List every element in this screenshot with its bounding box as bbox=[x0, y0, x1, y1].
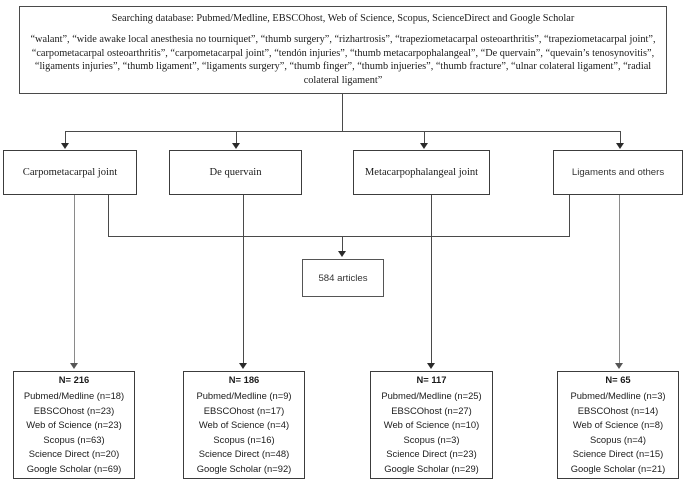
result-line-pubmed: Pubmed/Medline (n=3) bbox=[570, 390, 666, 402]
result-line-science-direct: Science Direct (n=48) bbox=[198, 448, 290, 460]
result-line-google-scholar: Google Scholar (n=69) bbox=[26, 462, 122, 474]
arrow-to-cat-3 bbox=[420, 143, 428, 149]
result-box-de-quervain[interactable]: N= 186 Pubmed/Medline (n=9) EBSCOhost (n… bbox=[183, 371, 305, 479]
result-line-ebscohost: EBSCOhost (n=14) bbox=[577, 404, 659, 416]
connector-distribution-bar bbox=[65, 131, 621, 132]
result-line-web-of-science: Web of Science (n=23) bbox=[26, 419, 122, 431]
result-line-google-scholar: Google Scholar (n=29) bbox=[384, 462, 479, 474]
category-box-de-quervain[interactable]: De quervain bbox=[169, 150, 302, 195]
result-line-pubmed: Pubmed/Medline (n=18) bbox=[23, 390, 125, 402]
result-total: N= 216 bbox=[58, 374, 90, 386]
arrow-to-result-4 bbox=[615, 363, 623, 369]
articles-count-label: 584 articles bbox=[318, 272, 368, 284]
arrow-to-result-1 bbox=[70, 363, 78, 369]
connector-cat3-to-result3 bbox=[431, 195, 432, 365]
connector-merge-stub-1 bbox=[108, 195, 109, 237]
result-line-google-scholar: Google Scholar (n=21) bbox=[570, 462, 666, 474]
result-line-science-direct: Science Direct (n=20) bbox=[28, 448, 120, 460]
result-line-web-of-science: Web of Science (n=4) bbox=[198, 419, 290, 431]
category-label: Ligaments and others bbox=[571, 167, 665, 178]
search-keywords-text: “walant”, “wide awake local anesthesia n… bbox=[30, 34, 656, 86]
connector-merge-bar bbox=[108, 236, 570, 237]
result-box-metacarpophalangeal-joint[interactable]: N= 117 Pubmed/Medline (n=25) EBSCOhost (… bbox=[370, 371, 493, 479]
connector-merge-stub-4 bbox=[569, 195, 570, 237]
category-box-ligaments-and-others[interactable]: Ligaments and others bbox=[553, 150, 683, 195]
result-line-science-direct: Science Direct (n=23) bbox=[386, 448, 477, 460]
connector-cat1-to-result1 bbox=[74, 195, 75, 365]
result-line-pubmed: Pubmed/Medline (n=25) bbox=[381, 390, 482, 402]
connector-drop-cat-2 bbox=[236, 131, 237, 144]
arrow-to-result-3 bbox=[427, 363, 435, 369]
category-box-carpometacarpal-joint[interactable]: Carpometacarpal joint bbox=[3, 150, 137, 195]
result-total: N= 186 bbox=[228, 374, 260, 386]
connector-cat4-to-result4 bbox=[619, 195, 620, 365]
result-line-scopus: Scopus (n=3) bbox=[403, 433, 460, 445]
result-line-ebscohost: EBSCOhost (n=17) bbox=[203, 404, 285, 416]
result-line-google-scholar: Google Scholar (n=92) bbox=[196, 462, 292, 474]
result-line-scopus: Scopus (n=4) bbox=[589, 433, 647, 445]
result-total: N= 65 bbox=[605, 374, 631, 386]
category-label: Metacarpophalangeal joint bbox=[364, 167, 479, 178]
result-line-ebscohost: EBSCOhost (n=27) bbox=[391, 404, 472, 416]
arrow-to-cat-1 bbox=[61, 143, 69, 149]
result-total: N= 117 bbox=[416, 374, 447, 386]
result-line-web-of-science: Web of Science (n=10) bbox=[383, 419, 480, 431]
arrow-to-articles-box bbox=[338, 251, 346, 257]
arrow-to-cat-4 bbox=[616, 143, 624, 149]
connector-drop-cat-3 bbox=[424, 131, 425, 144]
category-label: Carpometacarpal joint bbox=[22, 167, 118, 178]
result-line-web-of-science: Web of Science (n=8) bbox=[572, 419, 664, 431]
connector-drop-cat-4 bbox=[620, 131, 621, 144]
result-line-scopus: Scopus (n=63) bbox=[43, 433, 105, 445]
connector-drop-cat-1 bbox=[65, 131, 66, 144]
arrow-to-result-2 bbox=[239, 363, 247, 369]
search-database-line: Searching database: Pubmed/Medline, EBSC… bbox=[111, 13, 575, 24]
result-box-carpometacarpal-joint[interactable]: N= 216 Pubmed/Medline (n=18) EBSCOhost (… bbox=[13, 371, 135, 479]
connector-drop-articles bbox=[342, 236, 343, 252]
connector-cat2-to-result2 bbox=[243, 195, 244, 365]
result-line-pubmed: Pubmed/Medline (n=9) bbox=[196, 390, 292, 402]
category-box-metacarpophalangeal-joint[interactable]: Metacarpophalangeal joint bbox=[353, 150, 490, 195]
category-label: De quervain bbox=[209, 167, 262, 178]
arrow-to-cat-2 bbox=[232, 143, 240, 149]
result-line-science-direct: Science Direct (n=15) bbox=[572, 448, 664, 460]
result-box-ligaments-and-others[interactable]: N= 65 Pubmed/Medline (n=3) EBSCOhost (n=… bbox=[557, 371, 679, 479]
connector-search-trunk bbox=[342, 94, 343, 131]
result-line-ebscohost: EBSCOhost (n=23) bbox=[33, 404, 115, 416]
search-strategy-box: Searching database: Pubmed/Medline, EBSC… bbox=[19, 6, 667, 94]
articles-count-box[interactable]: 584 articles bbox=[302, 259, 384, 297]
result-line-scopus: Scopus (n=16) bbox=[213, 433, 275, 445]
